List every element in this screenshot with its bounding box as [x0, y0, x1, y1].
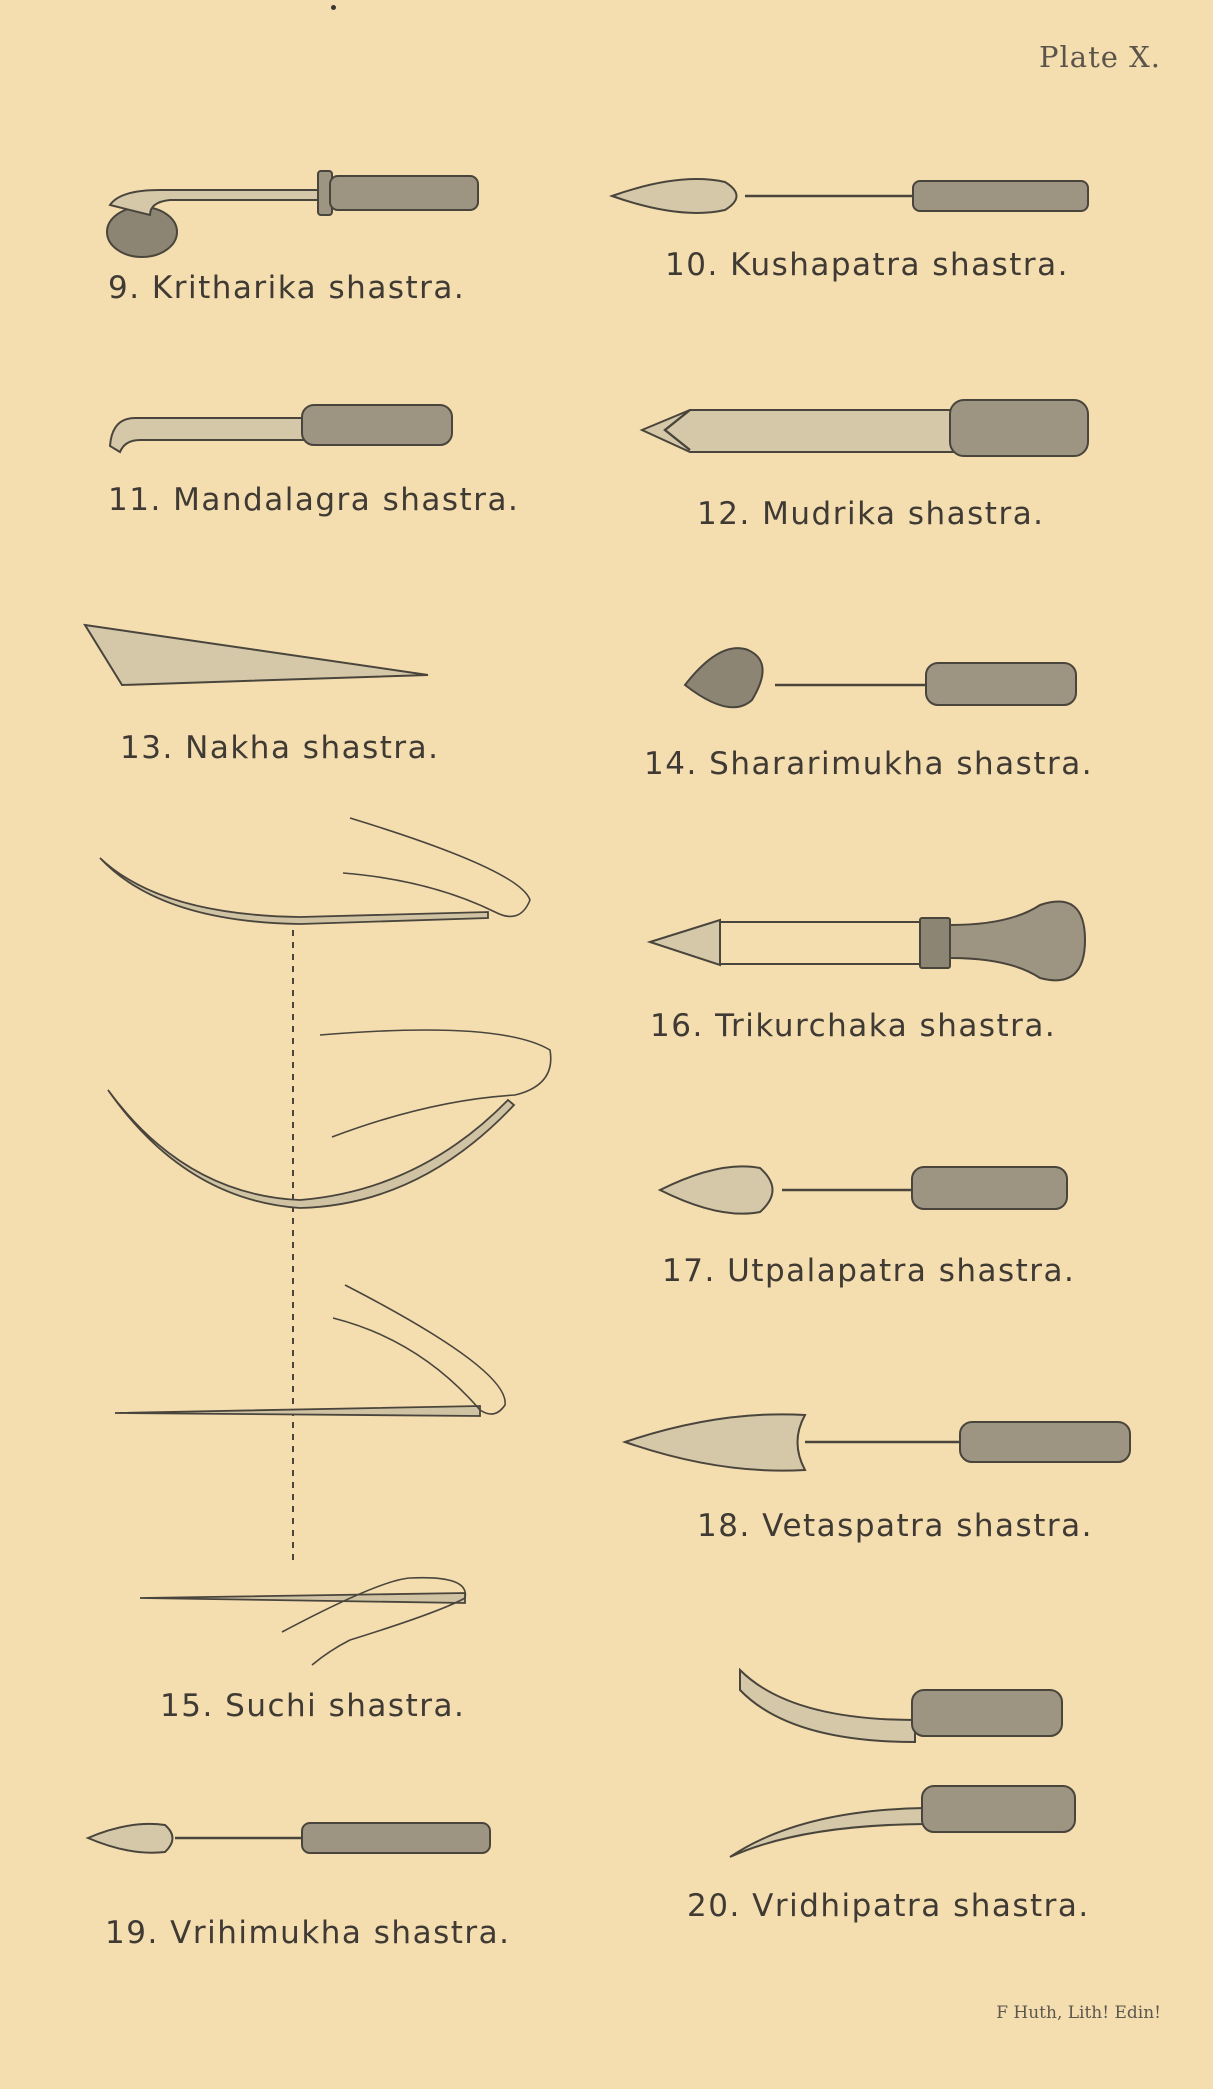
instrument-15-illustration — [99, 817, 552, 1666]
caption-kushapatra: 10. Kushapatra shastra. — [665, 247, 1070, 283]
instrument-17-illustration — [657, 1165, 1068, 1215]
instrument-16-illustration — [646, 900, 1087, 982]
instrument-13-illustration — [83, 623, 429, 687]
ink-dot — [331, 5, 336, 10]
caption-shararimukha: 14. Shararimukha shastra. — [644, 746, 1094, 782]
caption-mudrika: 12. Mudrika shastra. — [697, 496, 1045, 532]
caption-suchi: 15. Suchi shastra. — [160, 1688, 466, 1724]
instrument-12-illustration — [639, 399, 1089, 457]
caption-mandalagra: 11. Mandalagra shastra. — [108, 482, 520, 518]
caption-nakha: 13. Nakha shastra. — [120, 730, 440, 766]
plate-title: Plate X. — [1039, 40, 1161, 74]
instrument-20-illustration — [729, 1667, 1076, 1858]
instrument-14-illustration — [683, 647, 1077, 709]
caption-vridhipatra: 20. Vridhipatra shastra. — [687, 1888, 1090, 1924]
lithographer-credit: F Huth, Lith! Edin! — [996, 2003, 1161, 2023]
caption-utpalapatra: 17. Utpalapatra shastra. — [662, 1253, 1076, 1289]
instrument-9-illustration — [106, 170, 479, 258]
caption-trikurchaka: 16. Trikurchaka shastra. — [650, 1008, 1057, 1044]
caption-vrihimukha: 19. Vrihimukha shastra. — [105, 1915, 511, 1951]
instrument-18-illustration — [621, 1413, 1131, 1472]
caption-kritharika: 9. Kritharika shastra. — [108, 270, 466, 306]
instrument-19-illustration — [85, 1822, 491, 1854]
caption-vetaspatra: 18. Vetaspatra shastra. — [697, 1508, 1093, 1544]
instrument-11-illustration — [108, 404, 453, 454]
instrument-10-illustration — [608, 178, 1089, 214]
